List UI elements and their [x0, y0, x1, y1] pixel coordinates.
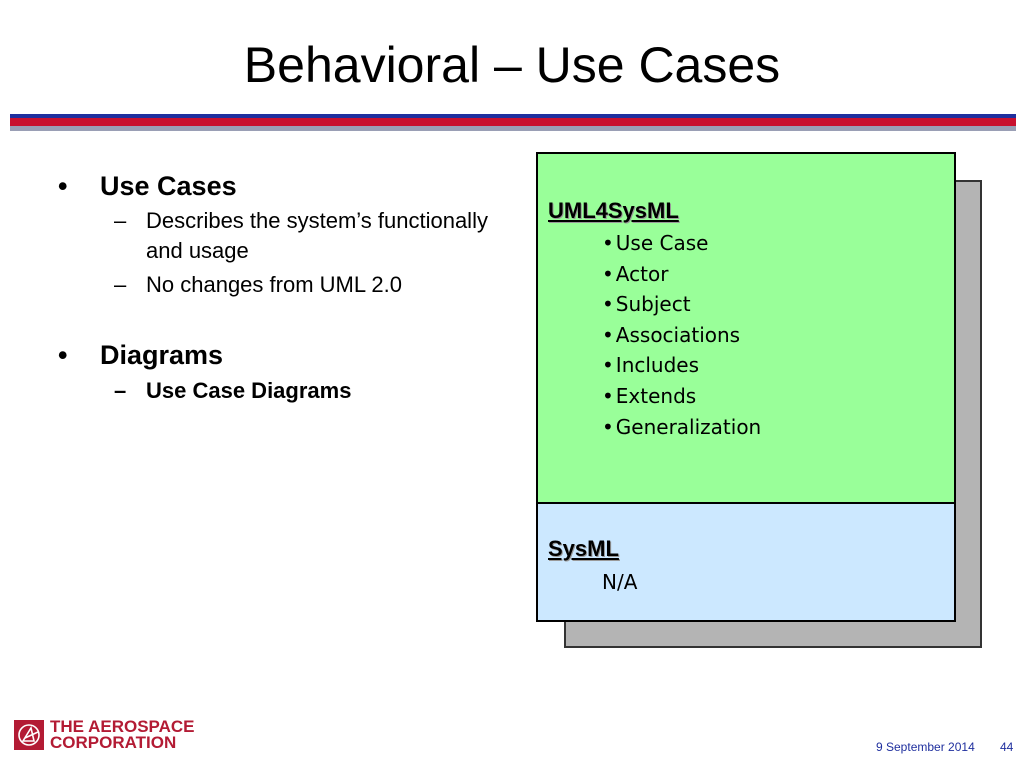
page-title: Behavioral – Use Cases — [243, 37, 781, 93]
list-item: •Subject — [602, 292, 691, 317]
bullet-use-cases: • Use Cases — [58, 170, 518, 202]
dash-mark: – — [114, 377, 127, 403]
uml4sysml-list: •Use Case •Actor •Subject •Associations … — [602, 228, 761, 442]
footer-date: 9 September 2014 — [876, 740, 975, 754]
aerospace-logo: THE AEROSPACE CORPORATION — [14, 717, 195, 752]
page-number: 44 — [1000, 740, 1014, 754]
sub-bullet-text: Describes the system’s functionally and … — [146, 208, 488, 264]
bullet-list: • Use Cases – Describes the system’s fun… — [58, 170, 518, 406]
sysml-box: SysML N/A — [536, 502, 956, 622]
bullet-label: Use Cases — [100, 171, 237, 201]
list-item: •Includes — [602, 353, 700, 378]
title-rule-grey — [10, 126, 1016, 131]
profile-panel: UML4SysML •Use Case •Actor •Subject •Ass… — [536, 152, 982, 648]
list-item: •Use Case — [602, 231, 709, 255]
uml4sysml-box: UML4SysML •Use Case •Actor •Subject •Ass… — [536, 152, 956, 504]
bullet-mark: • — [58, 171, 68, 201]
bullet-mark: • — [58, 340, 68, 371]
bullet-diagrams: • Diagrams — [58, 339, 518, 371]
title-rule-blue — [10, 114, 1016, 118]
dash-mark: – — [114, 208, 127, 234]
list-item: •Extends — [602, 383, 697, 408]
logo-text: THE AEROSPACE CORPORATION — [50, 717, 195, 752]
sub-bullet: – Use Case Diagrams — [58, 376, 518, 406]
sub-bullet-text: No changes from UML 2.0 — [146, 271, 402, 297]
title-rule-red — [10, 118, 1016, 126]
sysml-title: SysML — [548, 536, 619, 561]
aerospace-emblem-icon — [14, 720, 44, 750]
sysml-value: N/A — [602, 570, 638, 594]
dash-mark: – — [114, 271, 127, 297]
list-item: •Actor — [602, 261, 669, 286]
sub-bullet-text: Use Case Diagrams — [146, 377, 352, 403]
uml4sysml-title: UML4SysML — [548, 198, 679, 223]
bullet-label: Diagrams — [100, 340, 224, 371]
list-item: •Associations — [602, 322, 741, 347]
sub-bullet: – No changes from UML 2.0 — [58, 270, 518, 300]
list-item: •Generalization — [602, 414, 762, 439]
sub-bullet: – Describes the system’s functionally an… — [58, 206, 518, 265]
